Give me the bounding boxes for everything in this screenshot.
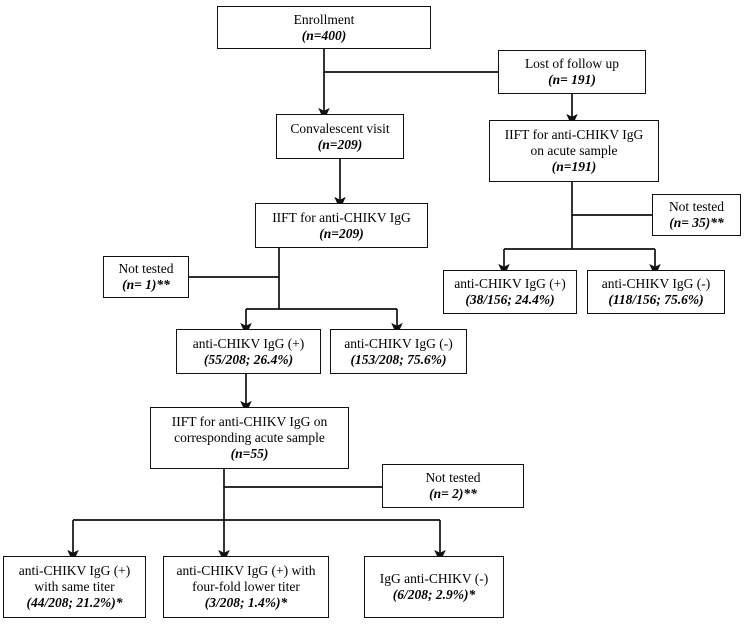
iift-convalescent-209-box-line-2: (n=209) — [319, 225, 364, 241]
convalescent-visit-box: Convalescent visit(n=209) — [276, 114, 404, 159]
anti-chikv-igg-negative-118-box-line-1: anti-CHIKV IgG (-) — [601, 276, 711, 292]
not-tested-1-box: Not tested(n= 1)** — [103, 256, 189, 298]
not-tested-35-box-line-1: Not tested — [668, 199, 725, 215]
igg-positive-four-fold-lower-titer-box-line-1: anti-CHIKV IgG (+) with — [176, 563, 316, 579]
not-tested-2-box-line-1: Not tested — [425, 470, 481, 486]
iift-convalescent-209-box-line-1: IIFT for anti-CHIKV IgG — [272, 209, 411, 225]
anti-chikv-igg-positive-38-box-line-1: anti-CHIKV IgG (+) — [454, 276, 566, 292]
enrollment-box: Enrollment(n=400) — [217, 6, 431, 49]
igg-positive-four-fold-lower-titer-box-line-3: (3/208; 1.4%)* — [204, 594, 288, 610]
convalescent-visit-box-line-1: Convalescent visit — [290, 120, 390, 136]
lost-to-follow-up-box-line-2: (n= 191) — [548, 72, 596, 87]
anti-chikv-igg-positive-38-box-line-2: (38/156; 24.4%) — [465, 292, 555, 307]
anti-chikv-igg-positive-55-box: anti-CHIKV IgG (+)(55/208; 26.4%) — [176, 329, 321, 374]
iift-acute-sample-191-box-line-1: IIFT for anti-CHIKV IgG — [504, 127, 644, 143]
convalescent-visit-box-line-2: (n=209) — [317, 136, 363, 152]
enrollment-box-line-1: Enrollment — [293, 11, 355, 27]
anti-chikv-igg-negative-118-box-line-2: (118/156; 75.6%) — [608, 292, 704, 307]
iift-convalescent-209-box: IIFT for anti-CHIKV IgG(n=209) — [255, 203, 428, 248]
anti-chikv-igg-positive-38-box: anti-CHIKV IgG (+)(38/156; 24.4%) — [443, 270, 577, 314]
igg-positive-same-titer-box-line-3: (44/208; 21.2%)* — [26, 594, 123, 610]
igg-anti-chikv-negative-6-box-line-2: (6/208; 2.9%)* — [392, 587, 476, 602]
igg-anti-chikv-negative-6-box-line-1: IgG anti-CHIKV (-) — [379, 571, 489, 587]
iift-corresponding-acute-sample-55-box-line-2: corresponding acute sample — [174, 430, 325, 446]
igg-positive-same-titer-box-line-2: with same titer — [34, 579, 115, 595]
not-tested-1-box-line-1: Not tested — [118, 261, 174, 277]
iift-corresponding-acute-sample-55-box-line-1: IIFT for anti-CHIKV IgG on — [171, 414, 328, 430]
igg-positive-same-titer-box: anti-CHIKV IgG (+)with same titer(44/208… — [3, 556, 146, 618]
iift-acute-sample-191-box-line-3: (n=191) — [551, 158, 597, 174]
enrollment-to-lost-followup — [323, 49, 498, 73]
anti-chikv-igg-positive-55-box-line-1: anti-CHIKV IgG (+) — [192, 335, 305, 351]
iift-acute-sample-191-box-line-2: on acute sample — [530, 143, 618, 159]
iift-corresponding-to-not-tested-2 — [223, 469, 382, 488]
anti-chikv-igg-negative-118-box: anti-CHIKV IgG (-)(118/156; 75.6%) — [587, 270, 725, 314]
igg-anti-chikv-negative-6-box: IgG anti-CHIKV (-)(6/208; 2.9%)* — [364, 556, 504, 618]
not-tested-35-box: Not tested(n= 35)** — [652, 194, 741, 236]
igg-positive-same-titer-box-line-1: anti-CHIKV IgG (+) — [18, 563, 131, 579]
anti-chikv-igg-negative-153-box-line-2: (153/208; 75.6%) — [350, 351, 447, 367]
lost-to-follow-up-box-line-1: Lost of follow up — [524, 56, 620, 72]
not-tested-1-box-line-2: (n= 1)** — [122, 277, 170, 292]
anti-chikv-igg-positive-55-box-line-2: (55/208; 26.4%) — [203, 351, 294, 367]
iift-209-split — [246, 277, 397, 310]
anti-chikv-igg-negative-153-box: anti-CHIKV IgG (-)(153/208; 75.6%) — [330, 329, 467, 374]
iift-acute-to-not-tested-35 — [571, 182, 652, 216]
lost-to-follow-up-box: Lost of follow up(n= 191) — [498, 50, 646, 94]
not-tested-2-box: Not tested(n= 2)** — [382, 464, 524, 508]
anti-chikv-igg-negative-153-box-line-1: anti-CHIKV IgG (-) — [344, 335, 453, 351]
not-tested-2-box-line-2: (n= 2)** — [429, 486, 477, 501]
igg-positive-four-fold-lower-titer-box-line-2: four-fold lower titer — [192, 579, 300, 595]
iift-209-to-not-tested-1 — [189, 248, 280, 278]
iift-corresponding-acute-sample-55-box-line-3: (n=55) — [230, 445, 269, 461]
enrollment-box-line-2: (n=400) — [301, 27, 347, 43]
not-tested-35-box-line-2: (n= 35)** — [669, 215, 724, 230]
iift-acute-split — [504, 215, 655, 250]
